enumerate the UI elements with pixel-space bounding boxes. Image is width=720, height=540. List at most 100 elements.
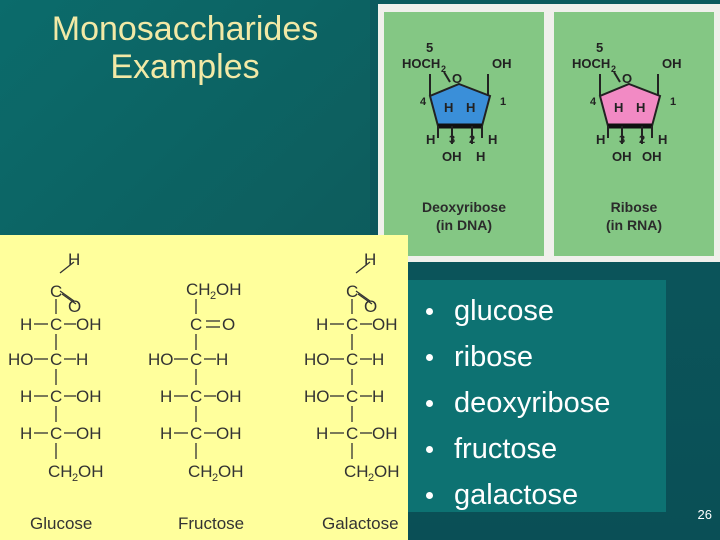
- list-item: glucose: [426, 288, 610, 334]
- glucose-row4-c: C: [50, 424, 62, 443]
- label-h-left: H: [596, 132, 605, 147]
- fructose-bottom-sub: 2: [212, 472, 218, 484]
- bullet-list-box: glucose ribose deoxyribose fructose gala…: [408, 280, 666, 512]
- glucose-structure: H C O H C OH HO C H H C OH H C OH CH 2 O…: [8, 250, 104, 533]
- label-oh-top: OH: [662, 56, 682, 71]
- galactose-row1-left: H: [316, 315, 328, 334]
- galactose-row4-right: OH: [372, 424, 398, 443]
- label-h-right: H: [658, 132, 667, 147]
- label-ring-h-right: H: [636, 100, 645, 115]
- label-oh-top: OH: [492, 56, 512, 71]
- fructose-top-sub: 2: [210, 290, 216, 302]
- label-bottom-left: OH: [612, 149, 632, 164]
- label-ring-h-left: H: [444, 100, 453, 115]
- glucose-bottom-oh: OH: [78, 462, 104, 481]
- label-h-right: H: [488, 132, 497, 147]
- bullet-icon: [426, 445, 433, 453]
- glucose-label: Glucose: [30, 514, 92, 533]
- galactose-row2-right: H: [372, 350, 384, 369]
- bullet-icon: [426, 307, 433, 315]
- deoxyribose-figure: 5 HOCH 2 O OH 4 1 H H H H 3: [384, 12, 544, 256]
- fructose-row2-right: OH: [216, 387, 242, 406]
- page-number: 26: [697, 507, 712, 522]
- hexose-structures: H C O H C OH HO C H H C OH H C OH CH 2 O…: [0, 235, 408, 540]
- list-item-text: glucose: [454, 295, 554, 327]
- glucose-row2-right: H: [76, 350, 88, 369]
- galactose-row4-c: C: [346, 424, 358, 443]
- fructose-row3-c: C: [190, 424, 202, 443]
- bullet-icon: [426, 491, 433, 499]
- glucose-row2-left: HO: [8, 350, 34, 369]
- glucose-bottom-sub: 2: [72, 472, 78, 484]
- bullet-icon: [426, 399, 433, 407]
- glucose-row1-right: OH: [76, 315, 102, 334]
- glucose-row4-right: OH: [76, 424, 102, 443]
- fructose-c2: C: [190, 315, 202, 334]
- list-item-text: ribose: [454, 341, 533, 373]
- glucose-row1-left: H: [20, 315, 32, 334]
- ribose-name-line2: (in RNA): [606, 217, 662, 233]
- label-c1: 1: [500, 96, 506, 108]
- list-item-text: galactose: [454, 479, 579, 511]
- label-ring-o: O: [452, 71, 462, 86]
- pentose-image: 5 HOCH 2 O OH 4 1 H H H H 3: [378, 4, 720, 262]
- galactose-row3-c: C: [346, 387, 358, 406]
- glucose-row2-c: C: [50, 350, 62, 369]
- label-c3: 3: [449, 134, 455, 146]
- galactose-row3-right: H: [372, 387, 384, 406]
- galactose-bottom-ch: CH: [344, 462, 369, 481]
- galactose-label: Galactose: [322, 514, 399, 533]
- fructose-o2: O: [222, 315, 235, 334]
- label-c4: 4: [590, 96, 597, 108]
- label-h-left: H: [426, 132, 435, 147]
- label-ring-o: O: [622, 71, 632, 86]
- label-c5: 5: [596, 40, 603, 55]
- fructose-bottom-ch: CH: [188, 462, 213, 481]
- bullet-list: glucose ribose deoxyribose fructose gala…: [426, 288, 610, 518]
- galactose-row1-c: C: [346, 315, 358, 334]
- galactose-top-h: H: [364, 250, 376, 269]
- bullet-icon: [426, 353, 433, 361]
- galactose-row2-left: HO: [304, 350, 330, 369]
- deoxyribose-name-line2: (in DNA): [436, 217, 492, 233]
- glucose-row3-left: H: [20, 387, 32, 406]
- label-c1: 1: [670, 96, 676, 108]
- ring: [428, 82, 492, 127]
- fructose-row2-c: C: [190, 387, 202, 406]
- ribose-figure: 5 HOCH 2 O OH 4 1 H H H H 3: [554, 12, 714, 256]
- glucose-row1-c: C: [50, 315, 62, 334]
- galactose-bottom-oh: OH: [374, 462, 400, 481]
- label-c2: 2: [469, 134, 475, 146]
- fructose-row3-left: H: [160, 424, 172, 443]
- glucose-top-h: H: [68, 250, 80, 269]
- fructose-row1-left: HO: [148, 350, 174, 369]
- list-item-text: fructose: [454, 433, 558, 465]
- fructose-row1-right: H: [216, 350, 228, 369]
- label-sub2: 2: [441, 64, 446, 74]
- glucose-bottom-ch: CH: [48, 462, 73, 481]
- label-c4: 4: [420, 96, 427, 108]
- fructose-bottom-oh: OH: [218, 462, 244, 481]
- glucose-c1: C: [50, 282, 62, 301]
- list-item: fructose: [426, 426, 610, 472]
- list-item: deoxyribose: [426, 380, 610, 426]
- label-ring-h-right: H: [466, 100, 475, 115]
- label-bottom-right: OH: [642, 149, 662, 164]
- glucose-row3-right: OH: [76, 387, 102, 406]
- fructose-row3-right: OH: [216, 424, 242, 443]
- ribose-structure: 5 HOCH 2 O OH 4 1 H H H H 3: [572, 40, 682, 164]
- label-hoch2: HOCH: [572, 56, 610, 71]
- galactose-row4-left: H: [316, 424, 328, 443]
- glucose-o: O: [68, 297, 81, 316]
- fructose-label: Fructose: [178, 514, 244, 533]
- ring: [598, 82, 662, 127]
- label-c3: 3: [619, 134, 625, 146]
- glucose-row4-left: H: [20, 424, 32, 443]
- list-item: ribose: [426, 334, 610, 380]
- deoxyribose-name: Deoxyribose (in DNA): [384, 198, 544, 234]
- label-hoch2: HOCH: [402, 56, 440, 71]
- ribose-name-line1: Ribose: [610, 199, 658, 215]
- fructose-row1-c: C: [190, 350, 202, 369]
- galactose-row1-right: OH: [372, 315, 398, 334]
- fructose-top-oh: OH: [216, 280, 242, 299]
